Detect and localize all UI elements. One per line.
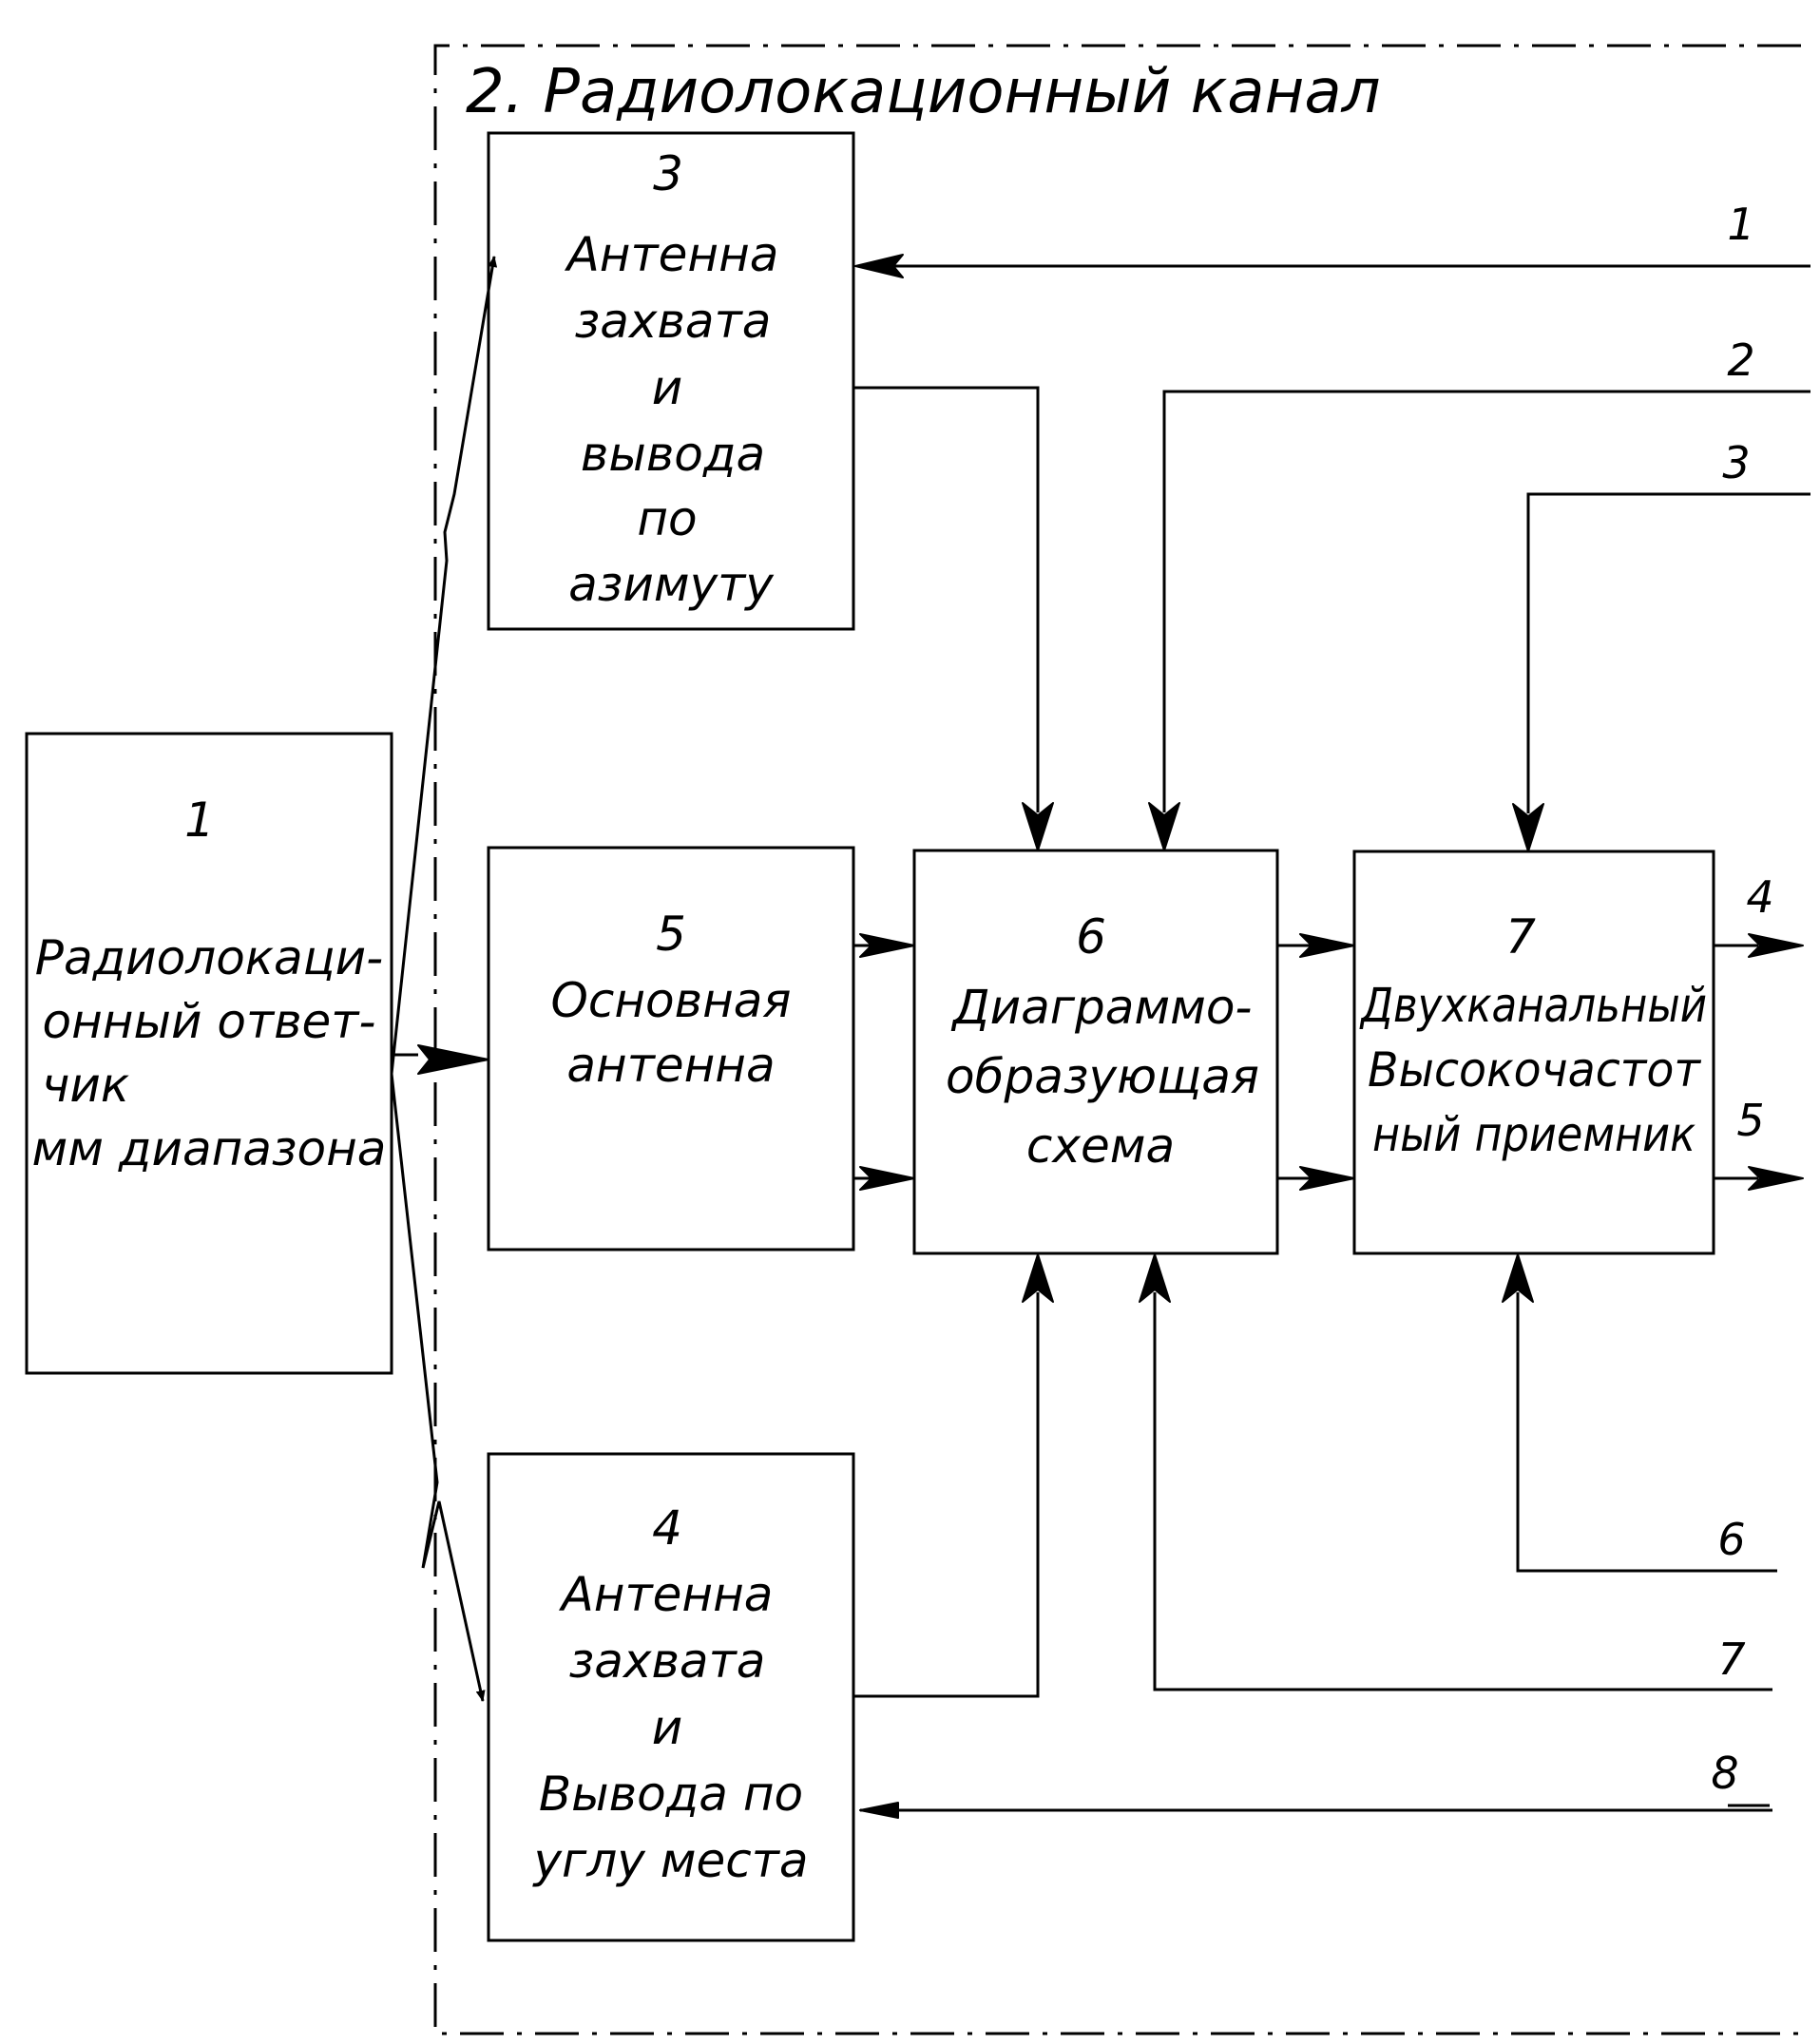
line-1-label: 1 [1727, 199, 1754, 250]
block-receiver-line-1: Двухканальный [1359, 978, 1707, 1033]
block-main-antenna-line-1: Основная [550, 973, 791, 1028]
block-azimuth-antenna-line-4: вывода [581, 427, 765, 482]
block-main-antenna-number: 5 [656, 907, 686, 962]
block-responder-line-3: чик [42, 1058, 129, 1113]
block-elevation-antenna-line-5: углу места [531, 1833, 808, 1888]
line-2 [1164, 392, 1810, 812]
radio-link-to-main-arrow [418, 1045, 489, 1074]
block-responder-number: 1 [184, 793, 215, 848]
line-8-label: 8 [1711, 1748, 1738, 1799]
block-receiver-line-2: Высокочастот [1368, 1042, 1702, 1098]
block-azimuth-antenna-line-3: и [652, 360, 683, 415]
line-7-label: 7 [1717, 1633, 1745, 1685]
block-main-antenna-line-2: антенна [566, 1038, 775, 1093]
line-5-label: 5 [1736, 1095, 1764, 1146]
block-azimuth-antenna-line-5: по [637, 491, 697, 546]
line-7 [1155, 1292, 1772, 1690]
block-azimuth-antenna-line-6: азимуту [568, 557, 775, 612]
channel-title: 2. Радиолокационный канал [466, 57, 1380, 127]
radio-link-to-azimuth [392, 257, 494, 1074]
block-receiver-line-3: ный приемник [1372, 1107, 1695, 1162]
line-3 [1528, 494, 1810, 813]
block-beamformer-number: 6 [1076, 909, 1106, 965]
block-beamformer-line-2: образующая [946, 1049, 1259, 1104]
block-beamformer-line-1: Диаграммо- [951, 980, 1253, 1035]
block-responder-line-4: мм диапазона [32, 1121, 387, 1176]
line-2-label: 2 [1727, 334, 1754, 386]
block-azimuth-antenna-number: 3 [653, 146, 683, 201]
azimuth-to-beamformer-line [853, 388, 1038, 812]
block-elevation-antenna-line-2: захвата [569, 1633, 766, 1689]
radio-link-to-elevation [392, 1074, 483, 1701]
block-receiver-number: 7 [1505, 909, 1536, 965]
line-4-label: 4 [1746, 871, 1773, 923]
elevation-to-beamformer-line [853, 1292, 1038, 1696]
line-3-label: 3 [1722, 437, 1750, 488]
block-azimuth-antenna-line-2: захвата [575, 294, 772, 349]
block-responder-line-1: Радиолокаци- [35, 930, 383, 985]
line-8-arrow [860, 1803, 898, 1818]
block-elevation-antenna-line-3: и [652, 1700, 683, 1755]
block-elevation-antenna-number: 4 [652, 1500, 682, 1556]
block-azimuth-antenna-line-1: Антенна [565, 227, 779, 282]
block-elevation-antenna-line-4: Вывода по [539, 1767, 803, 1822]
block-beamformer-line-3: схема [1026, 1118, 1175, 1174]
line-6-label: 6 [1717, 1514, 1745, 1565]
block-elevation-antenna-line-1: Антенна [559, 1567, 774, 1622]
block-responder-line-2: онный ответ- [43, 994, 376, 1049]
